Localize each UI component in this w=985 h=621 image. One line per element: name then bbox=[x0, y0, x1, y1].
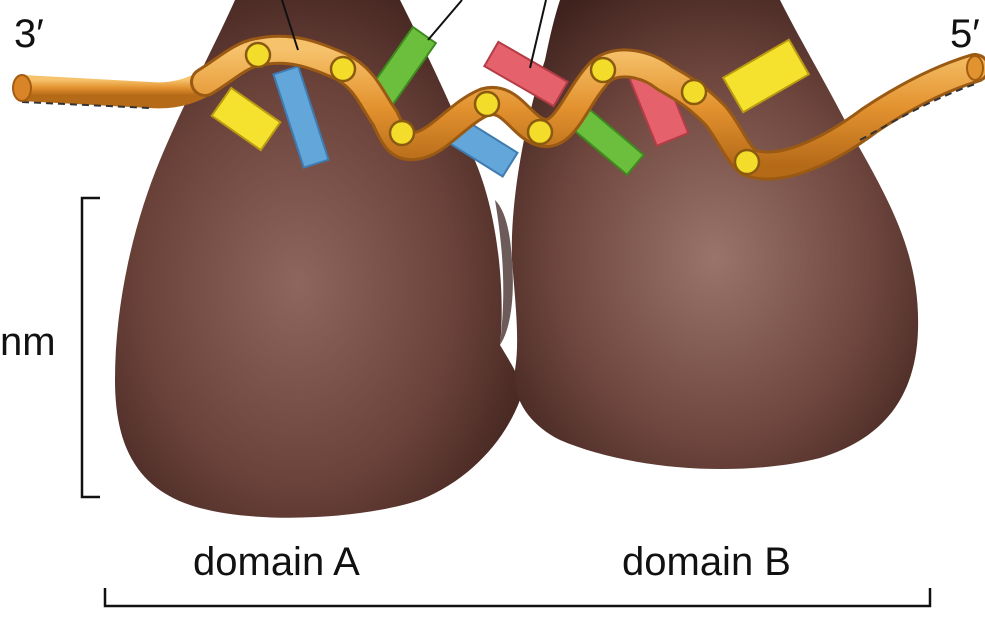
pointer-line bbox=[428, 0, 462, 40]
domain-b-lobe bbox=[512, 0, 918, 469]
phosphate bbox=[591, 58, 615, 82]
rna-left-end bbox=[22, 80, 210, 95]
domain-b-label: domain B bbox=[622, 540, 791, 585]
scale-unit-label: nm bbox=[0, 320, 56, 365]
phosphate bbox=[475, 92, 499, 116]
domain-a-lobe bbox=[115, 0, 521, 518]
phosphate bbox=[331, 57, 355, 81]
scale-bracket bbox=[82, 198, 100, 497]
rna-3prime-cap bbox=[13, 75, 31, 101]
phosphate bbox=[246, 43, 270, 67]
domain-a-label: domain A bbox=[193, 540, 360, 585]
phosphate bbox=[528, 120, 552, 144]
rna-5prime-cap bbox=[967, 56, 983, 80]
phosphate bbox=[735, 150, 759, 174]
phosphate bbox=[682, 80, 706, 104]
pointer-line bbox=[530, 0, 546, 68]
bottom-bracket bbox=[105, 588, 930, 606]
rna-5prime-label: 5′ bbox=[950, 12, 980, 57]
rna-3prime-label: 3′ bbox=[14, 12, 44, 57]
phosphate bbox=[390, 121, 414, 145]
